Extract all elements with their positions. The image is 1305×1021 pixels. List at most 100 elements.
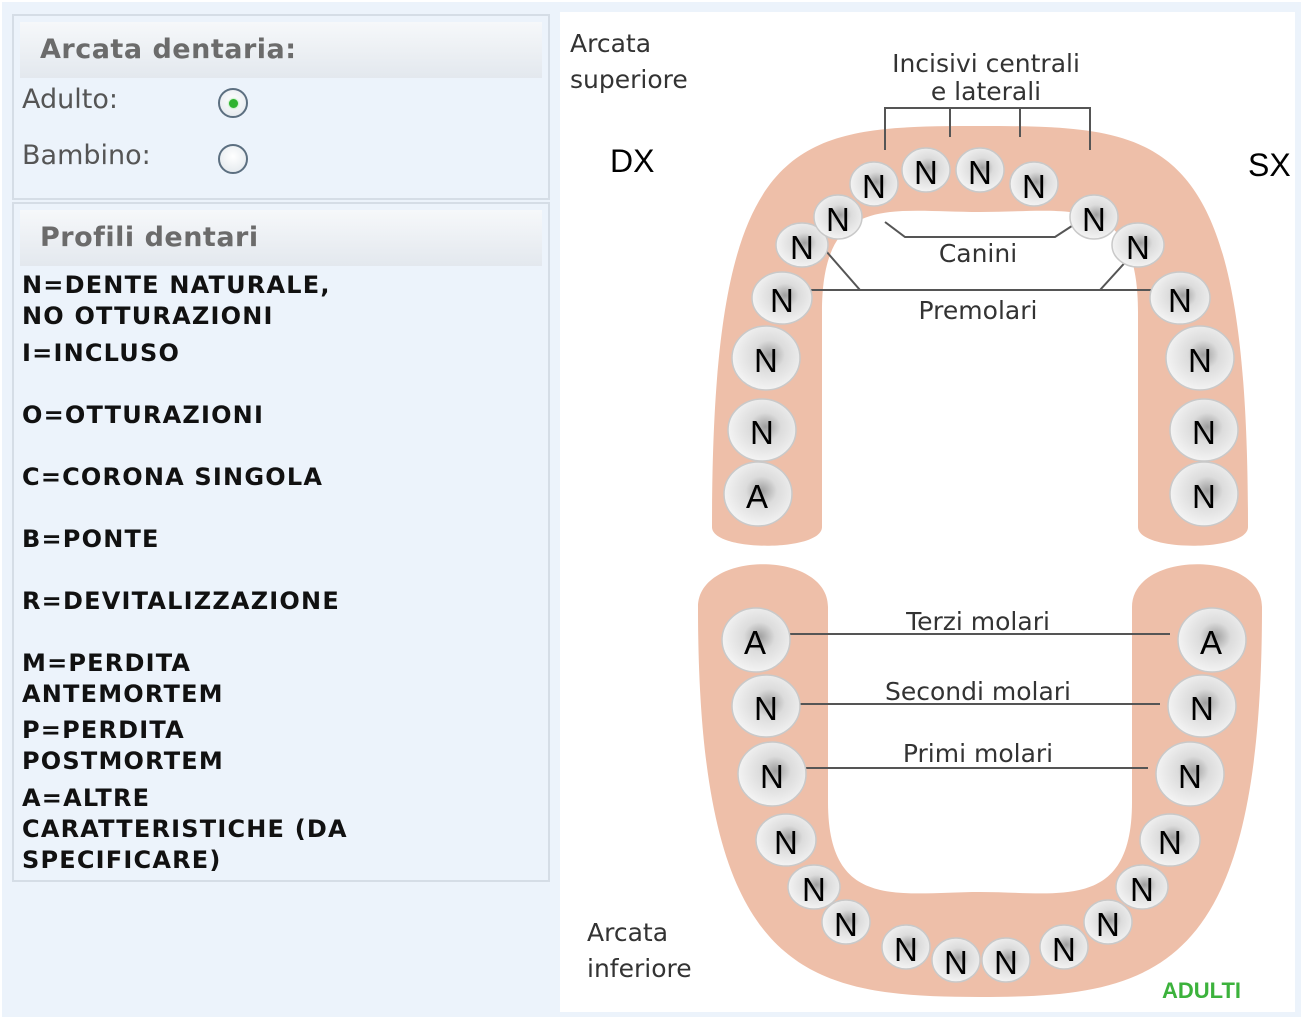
upper-tooth[interactable]: N: [1009, 161, 1059, 207]
tooth-code: N: [1178, 758, 1202, 795]
lower-tooth[interactable]: A: [721, 607, 791, 673]
tooth-shape: [1111, 222, 1165, 268]
tooth-shape: [1165, 325, 1235, 391]
upper-tooth[interactable]: N: [849, 161, 899, 207]
lower-tooth[interactable]: N: [787, 864, 841, 910]
upper-tooth[interactable]: N: [1111, 222, 1165, 268]
upper-tooth[interactable]: N: [1169, 461, 1239, 527]
lower-tooth[interactable]: N: [981, 937, 1031, 983]
upper-tooth[interactable]: N: [775, 222, 829, 268]
lower-tooth[interactable]: N: [731, 674, 801, 738]
lower-tooth[interactable]: N: [1167, 674, 1237, 738]
dental-profiles-title: Profili dentari: [40, 222, 259, 253]
dental-arch-header: Arcata dentaria:: [20, 22, 542, 78]
tooth-code: N: [1130, 871, 1154, 908]
dental-chart: Arcata superiore Arcata inferiore DX SX …: [560, 12, 1295, 1012]
tooth-code: A: [744, 624, 766, 661]
dental-chart-svg: Arcata superiore Arcata inferiore DX SX …: [570, 29, 1291, 1003]
brand-label: ADULTI: [1162, 978, 1241, 1003]
tooth-code: N: [862, 168, 886, 205]
upper-tooth[interactable]: N: [955, 147, 1005, 193]
lower-tooth[interactable]: N: [1115, 864, 1169, 910]
tooth-shape: [751, 271, 813, 325]
lower-tooth[interactable]: A: [1177, 607, 1247, 673]
tooth-shape: [1177, 607, 1247, 673]
tooth-code: N: [754, 690, 778, 727]
tooth-code: N: [1022, 168, 1046, 205]
tooth-shape: [1149, 271, 1211, 325]
upper-tooth[interactable]: N: [813, 194, 863, 240]
lower-arch-line1: Arcata: [587, 918, 668, 947]
tooth-code: N: [1158, 824, 1182, 861]
upper-tooth[interactable]: N: [1165, 325, 1235, 391]
legend-item: I=INCLUSO: [22, 339, 181, 367]
tooth-shape: [849, 161, 899, 207]
lower-tooth[interactable]: N: [1083, 899, 1133, 945]
tooth-shape: [755, 813, 817, 867]
upper-tooth[interactable]: N: [901, 147, 951, 193]
right-side-label: DX: [610, 143, 654, 179]
upper-tooth[interactable]: N: [1069, 194, 1119, 240]
first-molars-caption: Primi molari: [903, 739, 1053, 768]
lower-tooth[interactable]: N: [1139, 813, 1201, 867]
tooth-shape: [775, 222, 829, 268]
tooth-shape: [731, 674, 801, 738]
tooth-shape: [981, 937, 1031, 983]
upper-tooth[interactable]: N: [751, 271, 813, 325]
tooth-shape: [813, 194, 863, 240]
canines-caption: Canini: [939, 239, 1017, 268]
tooth-shape: [1115, 864, 1169, 910]
tooth-shape: [901, 147, 951, 193]
lower-tooth[interactable]: N: [737, 741, 807, 807]
upper-arch-line2: superiore: [570, 65, 688, 94]
tooth-code: N: [770, 282, 794, 319]
option-adult[interactable]: Adulto:: [22, 84, 282, 124]
tooth-shape: [955, 147, 1005, 193]
upper-tooth[interactable]: N: [731, 325, 801, 391]
tooth-shape: [1155, 741, 1225, 807]
legend-item: B=PONTE: [22, 525, 160, 553]
legend-item: C=CORONA SINGOLA: [22, 463, 324, 491]
tooth-code: N: [1192, 414, 1216, 451]
upper-tooth[interactable]: N: [1169, 398, 1239, 462]
lower-tooth[interactable]: N: [821, 899, 871, 945]
dental-profiles-panel: Profili dentari N=DENTE NATURALE, NO OTT…: [12, 202, 550, 882]
tooth-code: A: [1200, 624, 1222, 661]
upper-tooth[interactable]: A: [723, 461, 793, 527]
tooth-code: N: [1188, 342, 1212, 379]
tooth-shape: [731, 325, 801, 391]
tooth-code: N: [802, 871, 826, 908]
lower-tooth[interactable]: N: [1155, 741, 1225, 807]
tooth-code: N: [1192, 478, 1216, 515]
third-molars-caption: Terzi molari: [905, 607, 1050, 636]
legend-item: O=OTTURAZIONI: [22, 401, 265, 429]
tooth-code: N: [826, 201, 850, 238]
dental-arch-title: Arcata dentaria:: [40, 34, 297, 65]
upper-tooth[interactable]: N: [1149, 271, 1211, 325]
tooth-shape: [787, 864, 841, 910]
lower-tooth[interactable]: N: [755, 813, 817, 867]
tooth-code: N: [1126, 229, 1150, 266]
lower-tooth[interactable]: N: [931, 937, 981, 983]
tooth-shape: [931, 937, 981, 983]
tooth-shape: [723, 461, 793, 527]
tooth-code: N: [1082, 201, 1106, 238]
tooth-code: N: [914, 154, 938, 191]
tooth-shape: [821, 899, 871, 945]
lower-tooth[interactable]: N: [881, 924, 931, 970]
tooth-code: N: [1190, 690, 1214, 727]
legend-item: P=PERDITA POSTMORTEM: [22, 716, 224, 775]
child-radio[interactable]: [218, 144, 248, 174]
option-child[interactable]: Bambino:: [22, 140, 282, 180]
tooth-code: N: [760, 758, 784, 795]
legend-item: N=DENTE NATURALE, NO OTTURAZIONI: [22, 271, 331, 330]
premolars-caption: Premolari: [919, 296, 1038, 325]
dental-arch-panel: Arcata dentaria: Adulto: Bambino:: [12, 14, 550, 200]
option-child-label: Bambino:: [22, 140, 151, 171]
tooth-code: N: [1096, 906, 1120, 943]
tooth-shape: [1069, 194, 1119, 240]
adult-radio[interactable]: [218, 88, 248, 118]
upper-tooth[interactable]: N: [727, 398, 797, 462]
lower-tooth[interactable]: N: [1039, 924, 1089, 970]
